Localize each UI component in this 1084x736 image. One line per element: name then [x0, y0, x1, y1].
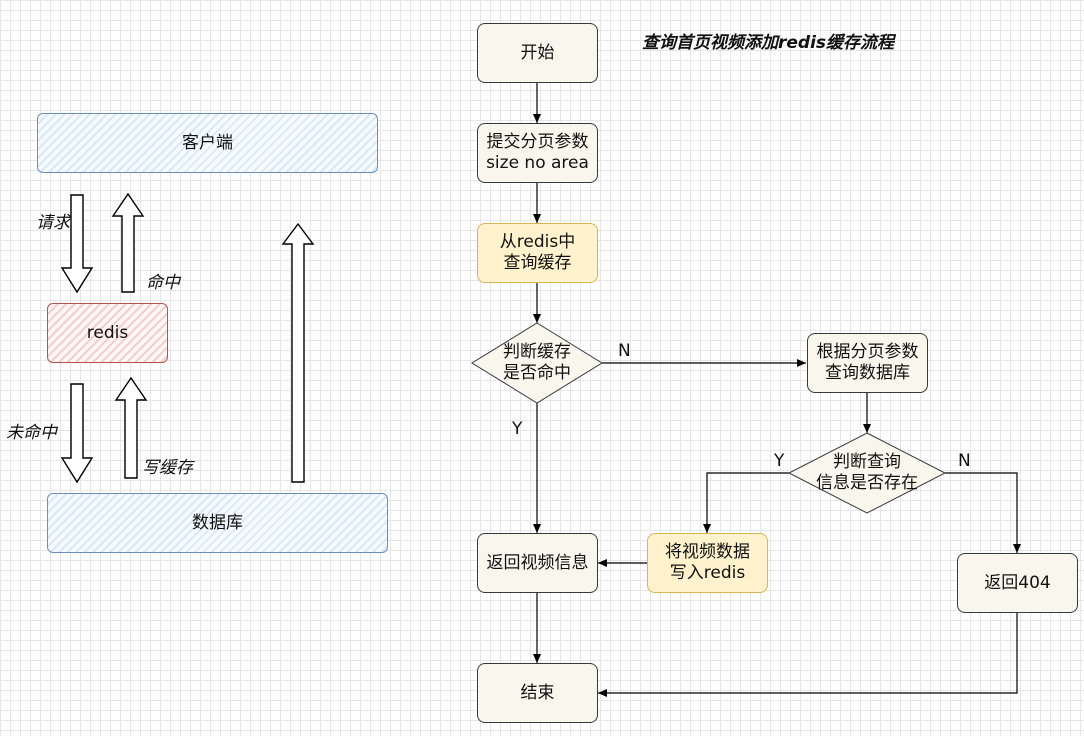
end-label: 结束 — [520, 682, 555, 703]
query-db-label: 根据分页参数 查询数据库 — [816, 342, 919, 383]
write-redis-node: 将视频数据 写入redis — [647, 533, 768, 593]
client-box: 客户端 — [37, 113, 378, 173]
check-cache-text: 判断缓存 是否命中 — [487, 338, 587, 388]
return-404-node: 返回404 — [957, 553, 1078, 613]
hit-label: 命中 — [146, 273, 180, 293]
database-label: 数据库 — [192, 512, 243, 533]
hit-arrow — [111, 192, 145, 293]
client-label: 客户端 — [182, 132, 233, 153]
write-redis-label: 将视频数据 写入redis — [665, 542, 750, 583]
start-node: 开始 — [477, 23, 598, 83]
end-node: 结束 — [477, 663, 598, 723]
return-info-node: 返回视频信息 — [477, 533, 598, 593]
submit-params-label: 提交分页参数 size no area — [486, 132, 589, 173]
return-404-label: 返回404 — [984, 572, 1051, 593]
redis-box: redis — [47, 303, 168, 363]
query-redis-node: 从redis中 查询缓存 — [477, 223, 598, 283]
exists-no-label: N — [958, 451, 971, 471]
return-info-label: 返回视频信息 — [486, 552, 589, 573]
check-cache-label: 判断缓存 是否命中 — [503, 342, 571, 383]
edge-404-end — [598, 613, 1018, 697]
redis-label: redis — [86, 322, 129, 343]
cache-yes-label: Y — [512, 419, 523, 439]
query-redis-label: 从redis中 查询缓存 — [499, 232, 576, 273]
edge-exists-write — [703, 472, 791, 533]
query-db-node: 根据分页参数 查询数据库 — [807, 333, 928, 393]
edge-exists-404 — [945, 472, 1021, 553]
database-box: 数据库 — [47, 493, 388, 553]
exists-yes-label: Y — [774, 451, 785, 471]
request-arrow — [60, 194, 94, 294]
cache-no-label: N — [618, 341, 631, 361]
check-exists-text: 判断查询 信息是否存在 — [807, 448, 927, 498]
miss-label: 未命中 — [6, 423, 57, 443]
db-to-client-arrow — [281, 222, 315, 483]
check-exists-label: 判断查询 信息是否存在 — [816, 452, 918, 493]
submit-params-node: 提交分页参数 size no area — [477, 123, 598, 183]
request-label: 请求 — [36, 213, 70, 233]
check-cache-diamond — [471, 322, 603, 404]
miss-arrow — [60, 383, 94, 484]
write-cache-arrow — [114, 376, 148, 479]
start-label: 开始 — [520, 42, 555, 63]
check-exists-diamond — [787, 432, 947, 514]
write-cache-label: 写缓存 — [142, 458, 193, 478]
diagram-title: 查询首页视频添加redis缓存流程 — [642, 33, 895, 53]
